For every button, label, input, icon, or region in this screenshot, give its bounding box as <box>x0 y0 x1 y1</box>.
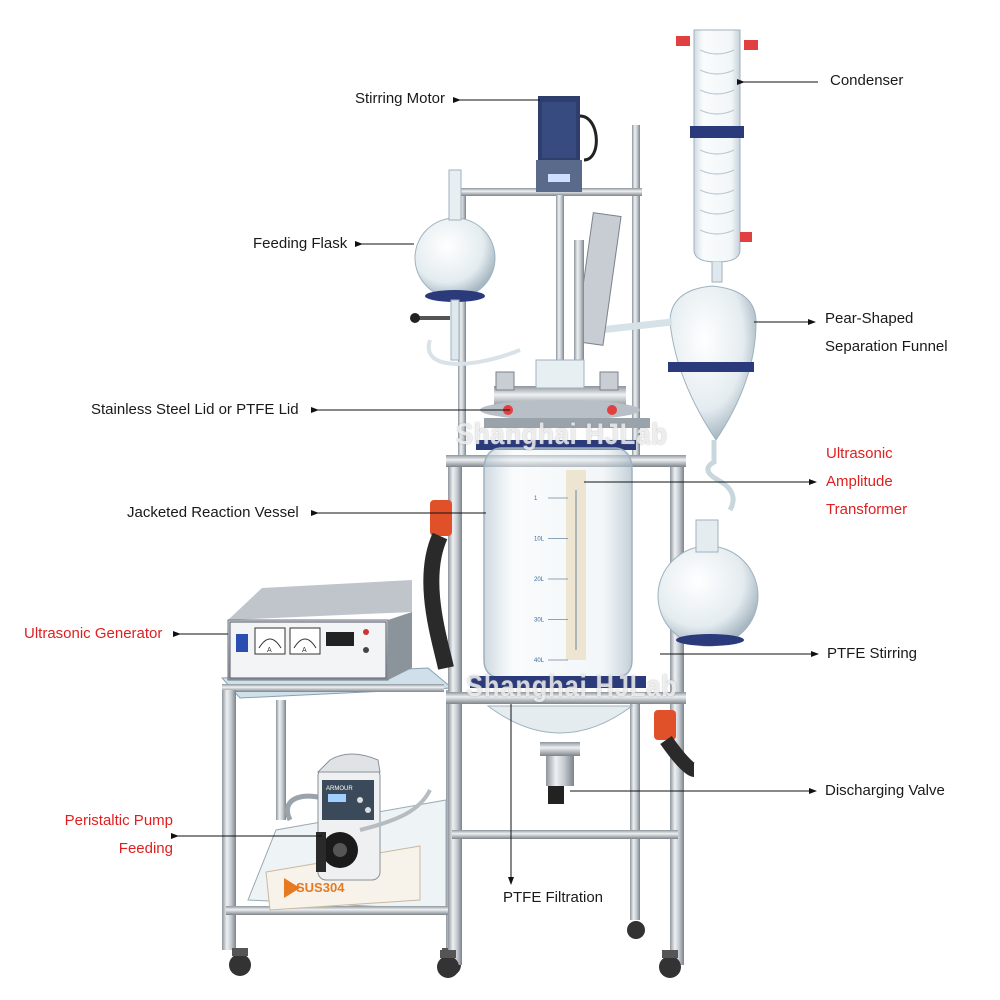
label-pump-1: Peristaltic Pump <box>64 812 173 829</box>
peristaltic-pump: ARMOUR <box>285 753 432 881</box>
condenser-cap-top-left <box>676 36 690 46</box>
condenser-cap-bottom <box>740 232 752 242</box>
label-ptfe-filtration: PTFE Filtration <box>503 889 604 906</box>
pump-brand: ARMOUR <box>326 786 353 792</box>
stirring-motor <box>536 96 598 395</box>
gauge-label-left: A <box>267 647 272 654</box>
watermark-bottom: Shanghai HJLab <box>466 670 678 703</box>
ammeter-right: A <box>289 627 321 655</box>
label-ptfe-stirring: PTFE Stirring <box>827 645 918 662</box>
label-lid: Stainless Steel Lid or PTFE Lid <box>91 401 299 418</box>
condenser-cap-top-right <box>744 40 758 50</box>
receiving-flask <box>657 519 759 647</box>
feeding-flask <box>410 169 521 366</box>
frame-casters <box>437 921 681 978</box>
scale-mark-label: 1 <box>534 496 538 502</box>
label-pear-funnel-2: Separation Funnel <box>825 338 948 355</box>
table-casters <box>229 948 461 976</box>
watermark-top: Shanghai HJLab <box>456 418 668 451</box>
discharge-valve-body <box>546 756 574 804</box>
plate-label: SUS304 <box>296 880 345 895</box>
vessel-lid <box>480 359 650 428</box>
label-discharging-valve: Discharging Valve <box>825 782 945 799</box>
condenser <box>676 29 758 283</box>
ammeter-left: A <box>254 627 286 655</box>
label-vessel: Jacketed Reaction Vessel <box>127 504 299 521</box>
label-ultrasonic-1: Ultrasonic <box>826 445 893 462</box>
scale-mark-label: 10L <box>534 537 545 543</box>
label-condenser: Condenser <box>830 72 904 89</box>
leader-lines <box>171 79 819 885</box>
gauge-label-right: A <box>302 647 307 654</box>
ultrasonic-generator: A A <box>227 580 412 681</box>
label-feeding-flask: Feeding Flask <box>253 235 348 252</box>
scale-mark-label: 30L <box>534 618 545 624</box>
jacketed-vessel: 1 10L 20L 30L 40L <box>470 440 646 804</box>
hoses <box>423 500 696 777</box>
label-stirring-motor: Stirring Motor <box>355 90 446 107</box>
separation-funnel <box>599 285 757 512</box>
ultrasonic-transducer <box>574 212 622 360</box>
vessel-scale: 1 10L 20L 30L 40L <box>534 496 568 664</box>
generator-display <box>326 632 354 646</box>
label-ultrasonic-3: Transformer <box>826 501 908 518</box>
label-pump-2: Feeding <box>118 840 173 857</box>
label-generator: Ultrasonic Generator <box>24 625 163 642</box>
label-ultrasonic-2: Amplitude <box>826 473 893 490</box>
label-pear-funnel-1: Pear-Shaped <box>825 310 914 327</box>
scale-mark-label: 40L <box>534 658 545 664</box>
scale-mark-label: 20L <box>534 577 545 583</box>
